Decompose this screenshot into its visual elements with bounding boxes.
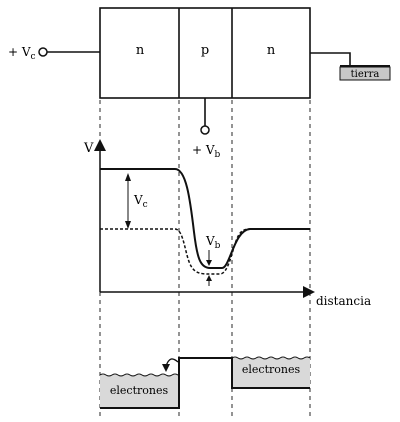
potential-curve-biased: [100, 168, 310, 269]
electron-band-diagram: [99, 356, 311, 409]
base-terminal: [200, 98, 210, 135]
left-electrons-label: electrones: [110, 384, 169, 397]
region-label-emitter-n: n: [136, 43, 145, 58]
base-voltage-label: + Vb: [192, 143, 221, 160]
vc-annotation: Vc: [133, 193, 148, 210]
region-label-base-p: p: [201, 43, 209, 58]
y-axis-label: V: [83, 141, 94, 156]
potential-graph: [94, 139, 315, 298]
region-label-collector-n: n: [267, 43, 276, 58]
base-terminal-icon: [200, 125, 210, 135]
x-axis-label: distancia: [316, 294, 371, 308]
collector-voltage-label: + Vc: [8, 45, 36, 62]
ground-icon: [339, 66, 391, 81]
right-electron-surface: [231, 356, 311, 360]
left-electron-pool: [100, 375, 179, 408]
potential-curve-equilibrium: [100, 228, 251, 275]
ground-label: tierra: [351, 69, 380, 80]
band-edge: [100, 357, 310, 409]
ground-connection: [310, 52, 391, 81]
right-electron-pool: [232, 358, 310, 388]
collector-terminal-icon: [38, 47, 48, 57]
vb-annotation: Vb: [205, 234, 221, 251]
collector-terminal: [38, 47, 100, 57]
right-electrons-label: electrones: [242, 363, 301, 376]
left-electron-surface: [99, 373, 179, 377]
